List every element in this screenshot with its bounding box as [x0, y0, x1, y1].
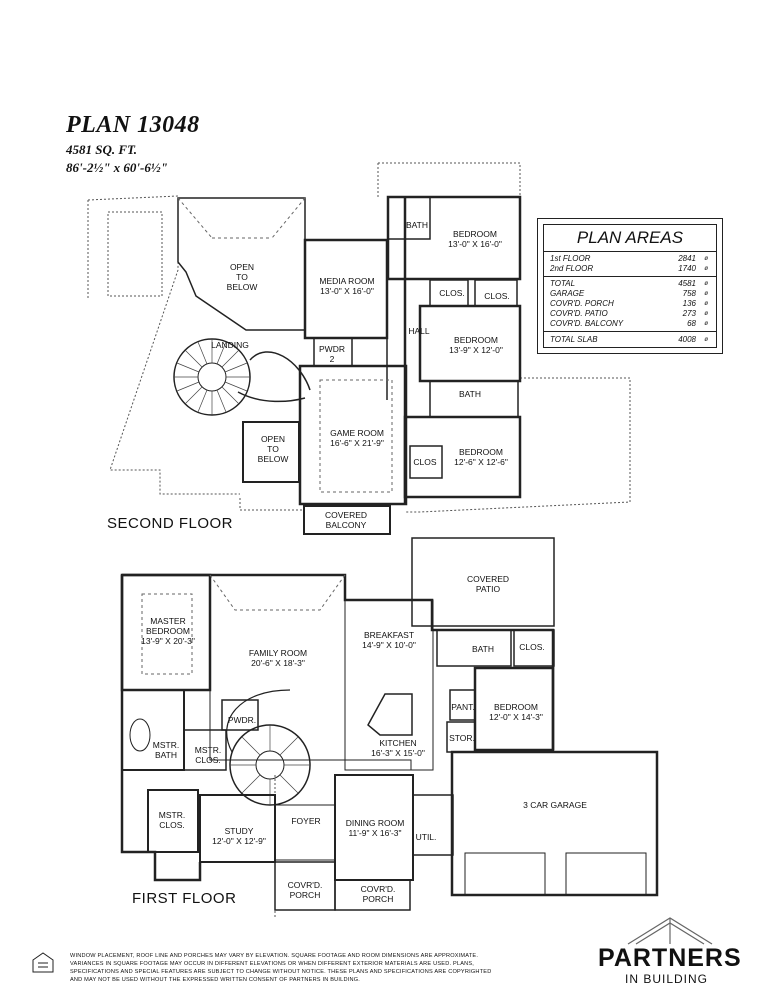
- partners-logo-tagline: IN BUILDING: [625, 972, 709, 986]
- plan-overall-dimensions: 86'-2½" x 60'-6½": [66, 160, 168, 175]
- second-floor-label: SECOND FLOOR: [107, 515, 234, 532]
- room-clos: CLOS.: [519, 642, 545, 652]
- room-utility: UTIL.: [415, 832, 437, 842]
- room-clos-b: CLOS.: [484, 291, 510, 301]
- room-pwdr-2: PWDR 2: [319, 344, 345, 364]
- room-bedroom-a: BEDROOM 13'-0" X 16'-0": [448, 229, 502, 249]
- room-bedroom-b: BEDROOM 13'-9" X 12'-0": [449, 335, 503, 355]
- room-game: GAME ROOM 16'-6" X 21'-9": [330, 428, 384, 448]
- room-hall: HALL: [408, 326, 430, 336]
- room-bedroom-c: BEDROOM 12'-6" X 12'-6": [454, 447, 508, 467]
- partners-logo-wordmark: PARTNERS: [598, 944, 742, 972]
- room-covered-balcony: COVERED BALCONY: [324, 510, 368, 530]
- room-breakfast: BREAKFAST 14'-9" X 10'-0": [362, 630, 416, 650]
- plan-areas-table: PLAN AREAS 1st FLOOR 2841 ø 2nd FLOOR 17…: [537, 218, 723, 354]
- room-covered-porch-a: COVR'D. PORCH: [287, 880, 323, 900]
- partners-logo-house-icon: [627, 917, 713, 945]
- room-clos-c: CLOS: [413, 457, 437, 467]
- area-row-balcony: COVR'D. BALCONY 68 ø: [550, 319, 708, 328]
- area-row-total: TOTAL 4581 ø: [550, 279, 708, 288]
- room-powder: PWDR.: [227, 715, 257, 725]
- room-media: MEDIA ROOM 13'-0" X 16'-0": [319, 276, 375, 296]
- room-master-bedroom: MASTER BEDROOM 13'-9" X 20'-3": [141, 616, 195, 646]
- equal-housing-logo: [32, 952, 54, 973]
- room-dining: DINING ROOM 11'-9" X 16'-3": [345, 818, 405, 838]
- room-storage: STOR.: [449, 733, 475, 743]
- room-bath: BATH: [471, 644, 495, 654]
- plan-areas-heading: PLAN AREAS: [576, 228, 684, 247]
- area-row-2nd-floor: 2nd FLOOR 1740 ø: [550, 264, 708, 273]
- area-row-total-slab: TOTAL SLAB 4008 ø: [550, 335, 708, 344]
- room-clos-a: CLOS.: [439, 288, 465, 298]
- room-bath-mid: BATH: [458, 389, 482, 399]
- room-pantry: PANT.: [451, 702, 475, 712]
- room-study: STUDY 12'-0" X 12'-9": [212, 826, 266, 846]
- room-open-to-below-top: OPEN TO BELOW: [226, 262, 258, 292]
- room-covered-patio: COVERED PATIO: [466, 574, 510, 594]
- room-family: FAMILY ROOM 20'-6" X 18'-3": [248, 648, 308, 668]
- area-row-porch: COVR'D. PORCH 136 ø: [550, 299, 708, 308]
- room-covered-porch-b: COVR'D. PORCH: [360, 884, 396, 904]
- first-floor-label: FIRST FLOOR: [132, 890, 237, 907]
- plan-title: PLAN 13048: [66, 112, 200, 138]
- disclaimer-text: WINDOW PLACEMENT, ROOF LINE AND PORCHES …: [70, 953, 492, 983]
- plan-square-footage: 4581 SQ. FT.: [66, 142, 138, 157]
- room-kitchen: KITCHEN 16'-3" X 15'-0": [371, 738, 425, 758]
- room-garage: 3 CAR GARAGE: [523, 800, 587, 810]
- area-row-1st-floor: 1st FLOOR 2841 ø: [550, 254, 708, 263]
- room-bath-upper: BATH: [405, 220, 429, 230]
- room-master-closet-b: MSTR. CLOS.: [158, 810, 186, 830]
- room-master-bath: MSTR. BATH: [152, 740, 180, 760]
- area-row-patio: COVR'D. PATIO 273 ø: [550, 309, 708, 318]
- room-master-closet-a: MSTR. CLOS.: [194, 745, 222, 765]
- room-open-to-below-bottom: OPEN TO BELOW: [257, 434, 289, 464]
- room-foyer: FOYER: [291, 816, 321, 826]
- room-bedroom: BEDROOM 12'-0" X 14'-3": [489, 702, 543, 722]
- area-row-garage: GARAGE 758 ø: [550, 289, 708, 298]
- room-landing: LANDING: [211, 340, 249, 350]
